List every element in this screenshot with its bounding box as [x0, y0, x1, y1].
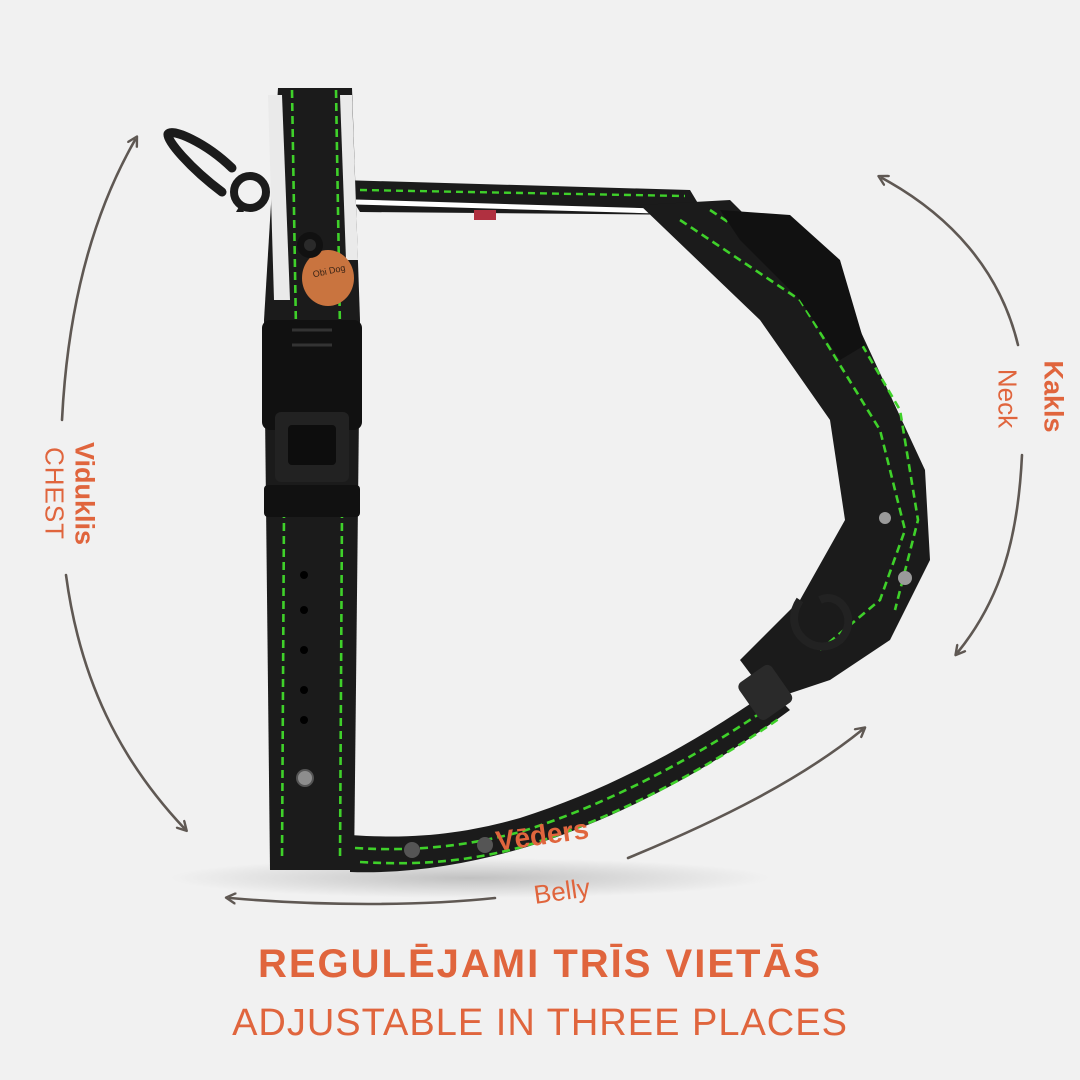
belly-strap — [350, 664, 793, 873]
neck-arrow-lower — [958, 453, 1024, 652]
chest-arrow-upper — [60, 140, 135, 422]
floor-shadow — [170, 858, 770, 898]
belly-arrow-left — [230, 898, 497, 906]
neck-label-en: Neck — [992, 368, 1023, 429]
headline-en: ADJUSTABLE IN THREE PLACES — [232, 1002, 848, 1044]
top-strap — [340, 180, 705, 220]
chest-label-en: CHEST — [39, 446, 70, 541]
belly-arrow-right — [626, 730, 862, 860]
headline-lv: REGULĒJAMI TRĪS VIETĀS — [257, 942, 823, 986]
brand-tag — [297, 232, 354, 306]
d-ring — [163, 128, 270, 212]
neck-arrow-upper — [882, 178, 1020, 347]
chest-arrow-lower — [64, 573, 184, 828]
neck-label-lv: Kakls — [1038, 360, 1069, 433]
chest-label-lv: Viduklis — [69, 441, 100, 546]
neck-strap — [640, 200, 930, 700]
buckle — [262, 320, 362, 517]
